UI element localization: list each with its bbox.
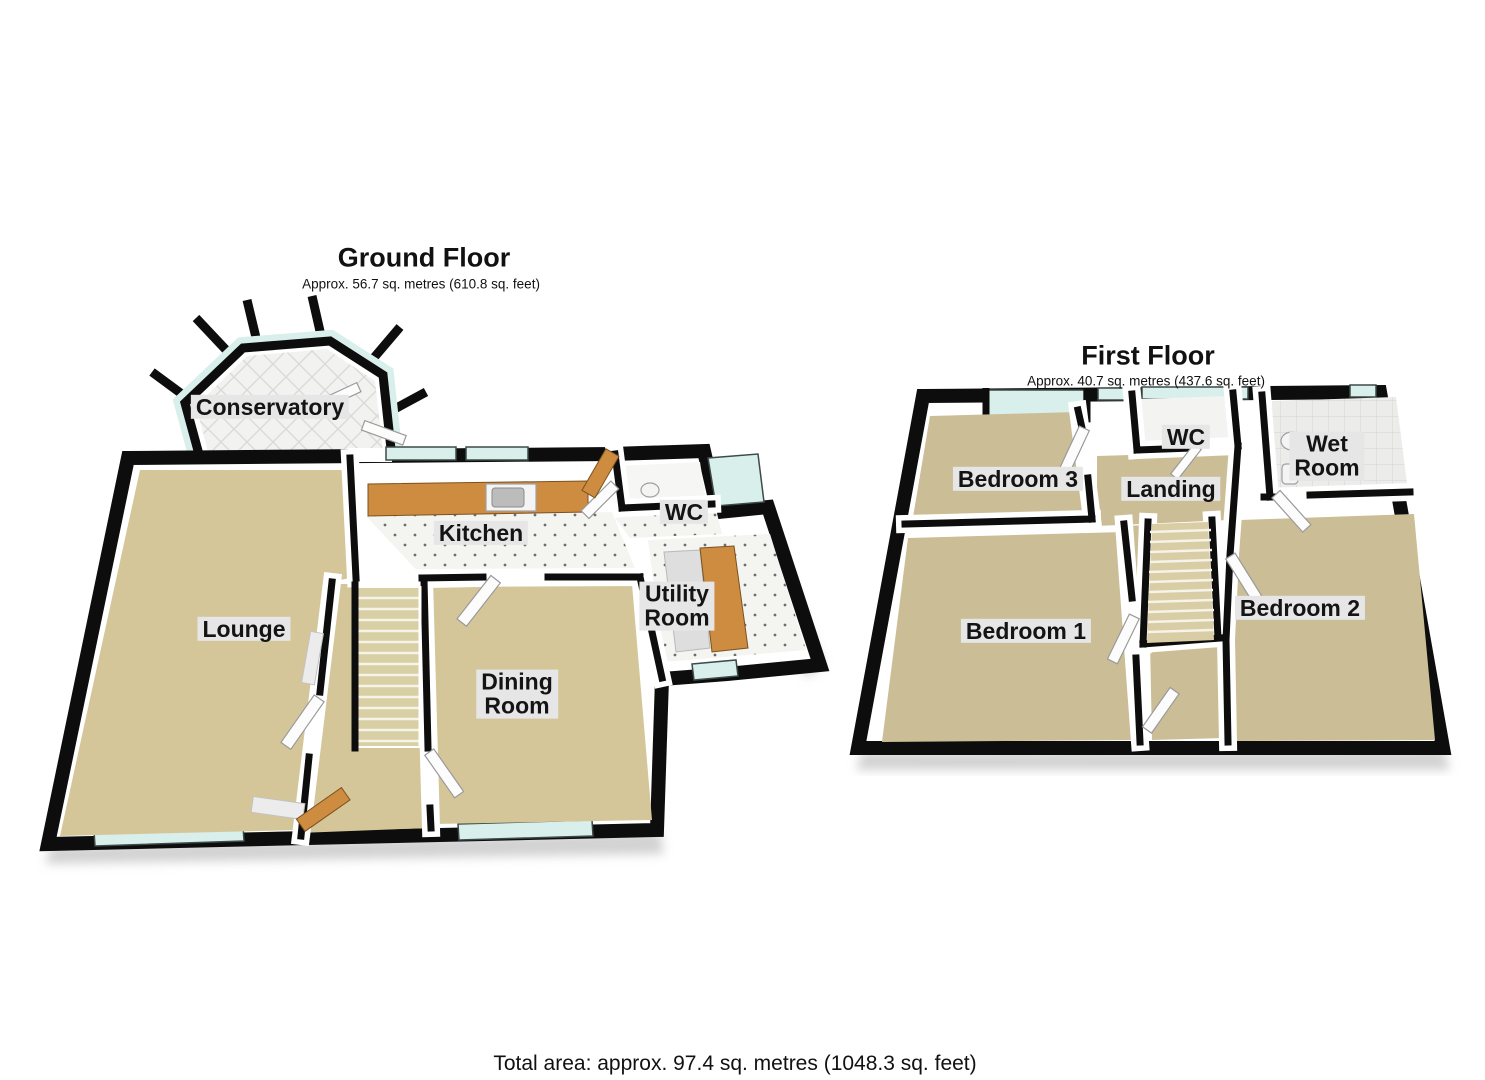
hall-dining-door: [423, 748, 465, 799]
wc-floor: [620, 462, 706, 506]
room-label-bedroom1: Bedroom 1: [960, 618, 1092, 643]
kitchen-window: [465, 446, 529, 461]
bedroom1-door: [1106, 613, 1141, 665]
dining-door: [456, 574, 502, 628]
room-label-kitchen: Kitchen: [433, 520, 529, 545]
radiators-ground: [250, 630, 324, 821]
landing-lobby-floor: [1150, 638, 1224, 740]
ground-floor-subtitle: Approx. 56.7 sq. metres (610.8 sq. feet): [302, 276, 540, 292]
bedroom2-floor: [1228, 514, 1435, 741]
room-label-conservatory: Conservatory: [190, 394, 350, 419]
stair-steps: [358, 596, 420, 743]
room-label-utility: Utility Room: [639, 581, 715, 631]
room-label-wc-ground: WC: [659, 499, 709, 524]
radiator: [250, 795, 306, 821]
ground-floor-title: Ground Floor: [337, 242, 511, 273]
room-label-bedroom3: Bedroom 3: [952, 466, 1084, 491]
wet-room-door: [1271, 489, 1312, 533]
kitchen-counter: [367, 480, 589, 517]
wc-window: [707, 453, 765, 507]
first-floor-subtitle: Approx. 40.7 sq. metres (437.6 sq. feet): [1027, 373, 1265, 389]
wc-basin: [640, 482, 660, 498]
kitchen-window: [385, 446, 457, 461]
first-floor-title: First Floor: [1081, 340, 1215, 371]
lounge-floor: [60, 470, 350, 836]
stair-steps-first: [1147, 528, 1215, 634]
radiator: [300, 630, 324, 686]
utility-window: [691, 659, 739, 681]
ground-floor-doors: [280, 381, 620, 833]
room-label-landing: Landing: [1121, 476, 1221, 501]
front-door: [295, 786, 351, 833]
back-door: [581, 448, 620, 499]
room-label-lounge: Lounge: [197, 616, 291, 641]
kitchen-sink-basin: [491, 487, 525, 508]
room-label-dining: Dining Room: [476, 669, 558, 719]
staircase-ground: [351, 581, 422, 752]
stairs-floor: [358, 588, 420, 746]
lobby-door: [1141, 686, 1180, 734]
lounge-door: [280, 694, 325, 751]
total-area-text: Total area: approx. 97.4 sq. metres (104…: [493, 1052, 977, 1075]
room-label-bedroom2: Bedroom 2: [1234, 595, 1366, 620]
staircase-first: [1147, 522, 1215, 643]
room-label-wc-first: WC: [1161, 424, 1211, 449]
room-label-wet-room: Wet Room: [1289, 431, 1365, 481]
conservatory-structure: [149, 295, 429, 469]
kitchen-fittings: [367, 480, 589, 517]
ground-floor-plan: [39, 295, 830, 864]
conservatory-door: [360, 419, 407, 446]
wet-room-window: [1349, 384, 1377, 398]
